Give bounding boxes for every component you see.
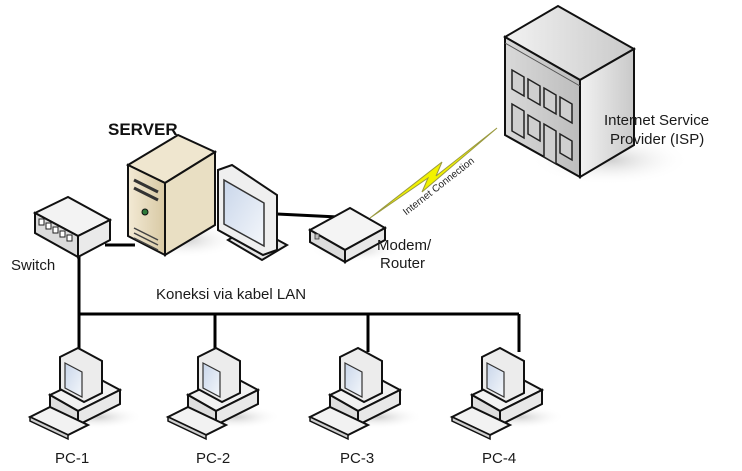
lan-connection-label: Koneksi via kabel LAN [156, 286, 307, 303]
server-monitor-icon [217, 163, 290, 262]
server-label: SERVER [108, 120, 178, 139]
lan-cables [77, 212, 521, 355]
pc-2-icon [165, 346, 281, 441]
monitor-to-modem-cable [276, 212, 339, 219]
internet-connection-bolt [369, 127, 498, 219]
pc-group [27, 346, 565, 441]
modem-router-icon [307, 206, 400, 264]
modem-label-line2: Router [380, 255, 426, 272]
isp-label-line2: Provider (ISP) [610, 131, 705, 148]
switch-icon [32, 195, 113, 259]
pc-1-icon [27, 346, 143, 441]
pc-2-label: PC-2 [196, 450, 231, 467]
pc-4-label: PC-4 [482, 450, 517, 467]
pc-3-icon [307, 346, 423, 441]
isp-label-line1: Internet Service [604, 112, 710, 129]
isp-building-icon [503, 4, 690, 185]
pc-1-label: PC-1 [55, 450, 90, 467]
server-tower-icon [125, 133, 240, 258]
modem-label-line1: Modem/ [377, 237, 432, 254]
pc-4-icon [449, 346, 565, 441]
switch-label: Switch [11, 257, 56, 274]
pc-3-label: PC-3 [340, 450, 375, 467]
